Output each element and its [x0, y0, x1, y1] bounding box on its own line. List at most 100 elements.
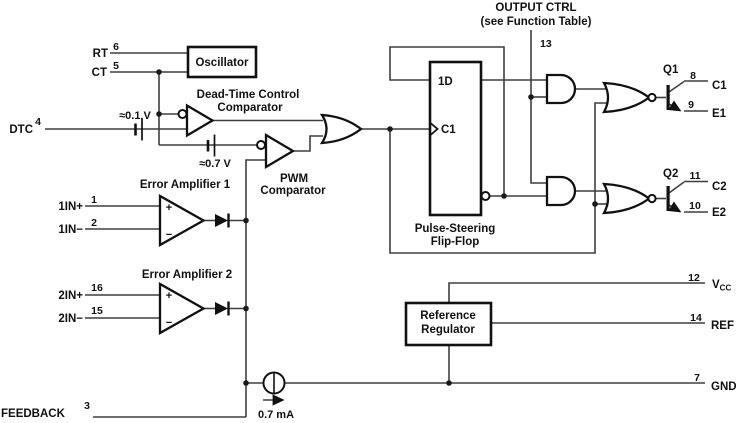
pwm-comparator-triangle	[264, 132, 296, 170]
pin-vcc-label: VCC	[712, 279, 731, 293]
nor1-output-bubble	[647, 92, 657, 103]
dtc-comparator-triangle	[185, 103, 215, 138]
error-amp1-triangle	[158, 194, 206, 247]
vcc-main: V	[712, 279, 720, 291]
pin-1inp-number: 1	[91, 194, 97, 206]
pin-ref-number: 14	[690, 312, 702, 324]
pin-ct-label: CT	[92, 67, 107, 79]
clock-input-wedge	[429, 122, 439, 136]
or-gate	[319, 113, 363, 145]
reference-regulator-box	[404, 301, 493, 347]
pin-feedback-label: FEEDBACK	[1, 408, 66, 420]
flip-flop-box	[428, 60, 483, 217]
pin-e2-label: E2	[712, 207, 726, 219]
junction-nor2-input	[592, 201, 598, 207]
nor2-output-bubble	[647, 193, 657, 204]
junction-bus-gnd	[243, 380, 249, 386]
junction-sawtooth-dtc	[156, 111, 162, 117]
pin-ref-label: REF	[711, 320, 734, 332]
junction-dots	[156, 69, 598, 386]
q2-label: Q2	[663, 168, 678, 180]
wire-vcc	[448, 282, 705, 303]
wire-q2-emitter	[668, 201, 682, 213]
output-ctrl-subtitle: (see Function Table)	[481, 16, 592, 28]
pwm-comparator-input-bubble	[256, 140, 266, 150]
junction-clock	[387, 126, 393, 132]
pin-1inn-number: 2	[91, 217, 97, 229]
wire-ff-feedback-loop	[389, 46, 505, 196]
offset-01v-label: ≈0.1 V	[119, 110, 151, 122]
wire-q2-collector	[668, 181, 685, 194]
pin-c1-label: C1	[712, 80, 727, 92]
junction-ea1-bus	[243, 217, 249, 224]
pin-c1-number: 8	[690, 70, 696, 82]
texts: OUTPUT CTRL (see Function Table) 13 RT 6…	[1, 2, 737, 421]
pwm-comparator-label-1: PWM	[280, 173, 308, 185]
and-gate-2	[545, 175, 577, 207]
nor-gate-2	[601, 182, 651, 215]
wires	[45, 30, 708, 418]
error-amp1-label: Error Amplifier 1	[140, 179, 231, 191]
junction-output-ctrl	[528, 94, 534, 100]
wire-output-ctrl	[530, 30, 547, 184]
wire-comp-to-nor1	[389, 102, 610, 254]
ff-clk-label: C1	[441, 124, 456, 136]
q1-base-bar	[666, 85, 670, 110]
ea2-minus-sign: −	[166, 317, 172, 329]
refreg-label-2: Regulator	[421, 324, 475, 336]
pin-ct-number: 5	[113, 60, 119, 72]
pin-1inp-label: 1IN+	[58, 201, 83, 213]
current-label: 0.7 mA	[258, 409, 294, 421]
q1-label: Q1	[663, 64, 679, 76]
pin-rt-number: 6	[113, 41, 119, 53]
q2-base-bar	[666, 186, 670, 211]
pin-13-number: 13	[540, 38, 552, 50]
pin-rt-label: RT	[93, 48, 108, 60]
pin-dtc-number: 4	[35, 116, 41, 128]
wire-pwm-comp-output	[293, 135, 323, 152]
output-ctrl-title: OUTPUT CTRL	[495, 2, 576, 14]
ff-d-label: 1D	[438, 76, 453, 88]
junction-qbar	[501, 193, 507, 199]
wire-feedback-bus	[245, 159, 266, 417]
ea2-plus-sign: +	[166, 290, 172, 302]
and-gate-1	[545, 73, 577, 105]
pin-dtc-label: DTC	[9, 124, 33, 136]
wire-q1-emitter	[668, 100, 682, 112]
pin-feedback-number: 3	[84, 400, 90, 412]
junction-refreg-gnd	[446, 380, 452, 386]
junction-ct-sawtooth	[156, 69, 162, 75]
pin-e1-label: E1	[712, 108, 727, 120]
pin-vcc-number: 12	[688, 272, 700, 284]
offset-07v-label: ≈0.7 V	[199, 158, 231, 170]
components	[134, 45, 670, 395]
pin-c2-number: 11	[689, 170, 700, 182]
oscillator-box	[186, 45, 258, 79]
junction-ea2-bus	[243, 305, 249, 312]
ea1-minus-sign: −	[166, 229, 172, 241]
pin-2inp-label: 2IN+	[58, 290, 83, 302]
nor-gate-1	[601, 81, 651, 114]
pin-1inn-label: 1IN−	[58, 224, 83, 236]
diode-2	[215, 302, 228, 315]
pin-2inn-number: 15	[91, 305, 103, 317]
diode-1	[215, 214, 228, 227]
pin-gnd-number: 7	[694, 372, 700, 384]
ea1-plus-sign: +	[166, 202, 172, 214]
flip-flop-label-1: Pulse-Steering	[415, 223, 496, 235]
pin-c2-label: C2	[712, 181, 727, 193]
ff-qbar-bubble	[480, 191, 491, 201]
wire-q1-collector	[668, 80, 685, 93]
pin-gnd-label: GND	[711, 381, 737, 393]
pin-e2-number: 10	[689, 200, 701, 212]
vcc-sub: CC	[720, 284, 732, 293]
dtc-comparator-input-bubble	[177, 109, 188, 119]
dtc-comparator-label-2: Comparator	[217, 102, 283, 114]
oscillator-label: Oscillator	[195, 57, 249, 69]
flip-flop-label-2: Flip-Flop	[431, 236, 480, 248]
error-amp2-label: Error Amplifier 2	[142, 269, 232, 281]
dtc-comparator-label-1: Dead-Time Control	[197, 89, 300, 101]
pin-2inp-number: 16	[91, 282, 103, 294]
